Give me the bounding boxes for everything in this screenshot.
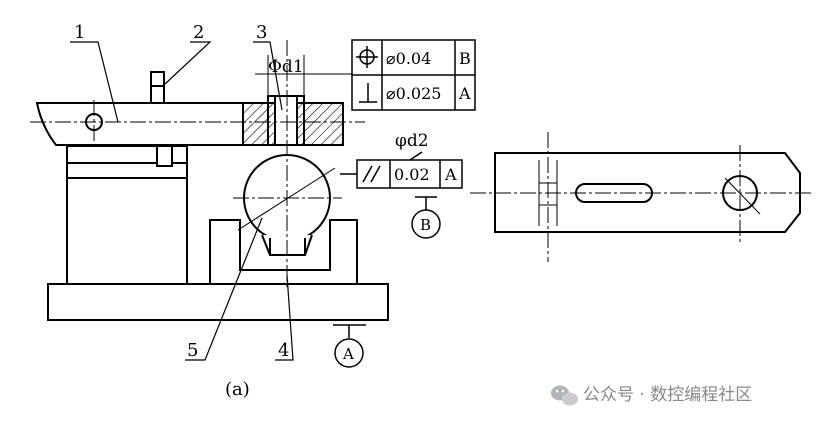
tol-perpendicularity-value: ⌀0.025 <box>386 84 441 103</box>
part-number-labels: 1 2 3 5 4 <box>74 22 289 361</box>
leader-lines <box>70 41 294 361</box>
tolerance-frame-position <box>351 39 476 111</box>
watermark-text: 公众号 · 数控编程社区 <box>583 385 752 405</box>
base-plate <box>47 283 389 321</box>
dimension-d1-label: Φd1 <box>268 57 304 77</box>
bar-workpiece <box>35 102 244 146</box>
datum-a-label: A <box>342 345 354 363</box>
perpendicularity-symbol-icon <box>359 83 377 103</box>
tol-position-datum: B <box>459 49 471 68</box>
tol-perpendicularity-datum: A <box>458 84 471 103</box>
tol-position-value: ⌀0.04 <box>386 49 431 68</box>
dimension-d2-label: φd2 <box>395 131 429 151</box>
slot <box>575 183 653 203</box>
watermark: 公众号 · 数控编程社区 <box>551 385 752 406</box>
position-symbol-icon <box>356 46 378 68</box>
part-label-1: 1 <box>74 22 85 43</box>
parallelism-symbol-icon <box>362 165 381 183</box>
part-label-4: 4 <box>278 340 289 361</box>
top-view-hole <box>722 175 758 211</box>
tol-parallel-datum: A <box>444 165 457 184</box>
fixture-front-view <box>35 71 389 321</box>
bar-top-view <box>494 152 801 233</box>
shaft-section-lines <box>237 167 336 231</box>
dimension-d1 <box>255 55 352 96</box>
locating-pin <box>150 71 165 104</box>
part-label-3: 3 <box>256 22 267 43</box>
part-label-5: 5 <box>187 340 198 361</box>
v-block <box>209 219 358 284</box>
part-label-2: 2 <box>193 22 204 43</box>
figure-caption: (a) <box>225 379 250 400</box>
datum-a-symbol <box>333 324 366 368</box>
tol-parallel-value: 0.02 <box>394 165 430 184</box>
wechat-icon <box>551 385 578 406</box>
hole-hatch <box>724 177 761 215</box>
datum-b-label: B <box>420 216 431 234</box>
tolerance-frame-parallel <box>340 151 463 189</box>
datum-b-symbol <box>411 196 441 239</box>
